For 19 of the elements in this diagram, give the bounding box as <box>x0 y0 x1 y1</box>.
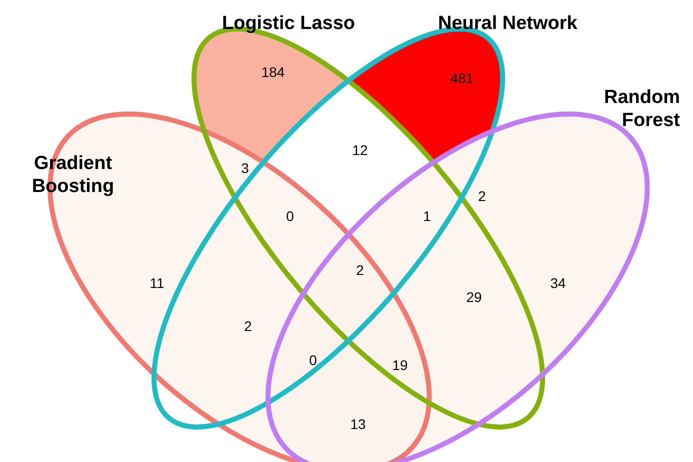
count-label: 184 <box>261 64 285 80</box>
count-label: 11 <box>150 275 164 291</box>
count-label: 0 <box>286 208 294 224</box>
count-label: 12 <box>352 142 368 158</box>
count-label: 1 <box>423 208 431 224</box>
count-label: 34 <box>550 275 566 291</box>
count-label: 0 <box>309 352 317 368</box>
set-title: Neural Network <box>438 12 578 35</box>
count-label: 481 <box>450 70 474 86</box>
count-label: 13 <box>350 416 366 432</box>
count-label: 3 <box>241 160 249 176</box>
count-label: 2 <box>244 318 252 334</box>
set-title: Logistic Lasso <box>222 12 356 35</box>
set-title: Gradient Boosting <box>30 152 116 198</box>
count-label: 2 <box>356 262 364 278</box>
set-title: Random Forest <box>602 86 680 132</box>
count-label: 29 <box>466 289 482 305</box>
count-label: 19 <box>392 357 408 373</box>
count-label: 2 <box>478 188 486 204</box>
